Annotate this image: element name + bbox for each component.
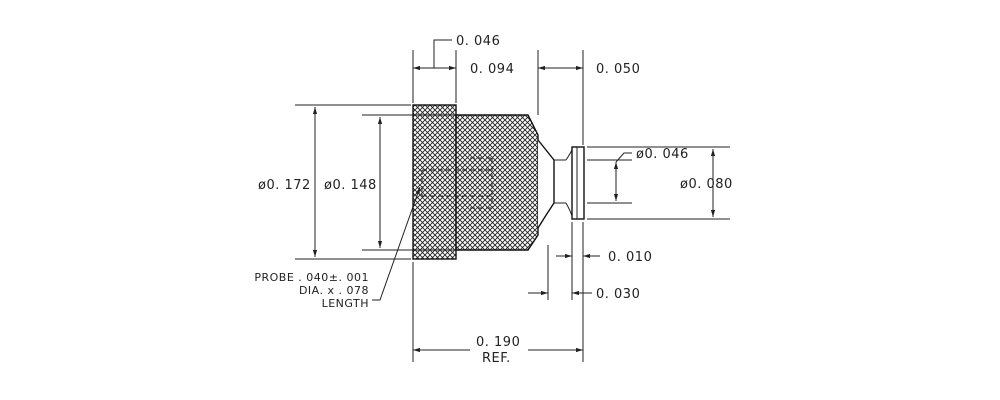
dimension-lines [312,39,716,353]
neck-fillet-top [565,149,573,161]
neck [537,139,555,229]
probe-note: PROBE . 040±. 001 DIA. x . 078 LENGTH [254,271,369,310]
dim-overall-length: 0. 190 [476,335,520,350]
extension-lines [295,50,730,362]
dim-overall-length-ref: REF. [482,351,511,366]
dimension-labels: 0. 046 0. 094 0. 050 ø0. 046 ø0. 080 ø0.… [258,34,733,366]
dim-probe-diameter: ø0. 046 [636,147,689,162]
head-flange [412,104,457,260]
tip [571,146,585,220]
note-line-2: DIA. x . 078 [299,284,369,297]
dim-head-diameter: ø0. 172 [258,178,311,193]
knurled-barrel [455,114,539,251]
dim-barrel-length: 0. 094 [470,62,514,77]
note-line-3: LENGTH [322,297,369,310]
dim-barrel-diameter: ø0. 148 [324,178,377,193]
note-line-1: PROBE . 040±. 001 [254,271,369,284]
dim-tip-diameter: ø0. 080 [680,177,733,192]
dim-tip-step: 0. 010 [608,250,652,265]
dim-tip-length: 0. 050 [596,62,640,77]
part-body [412,104,585,260]
dim-neck-length: 0. 030 [596,287,640,302]
neck-fillet-bottom [565,202,573,217]
probe-bore-hidden-lines [421,157,493,209]
dim-head-width: 0. 046 [456,34,500,49]
